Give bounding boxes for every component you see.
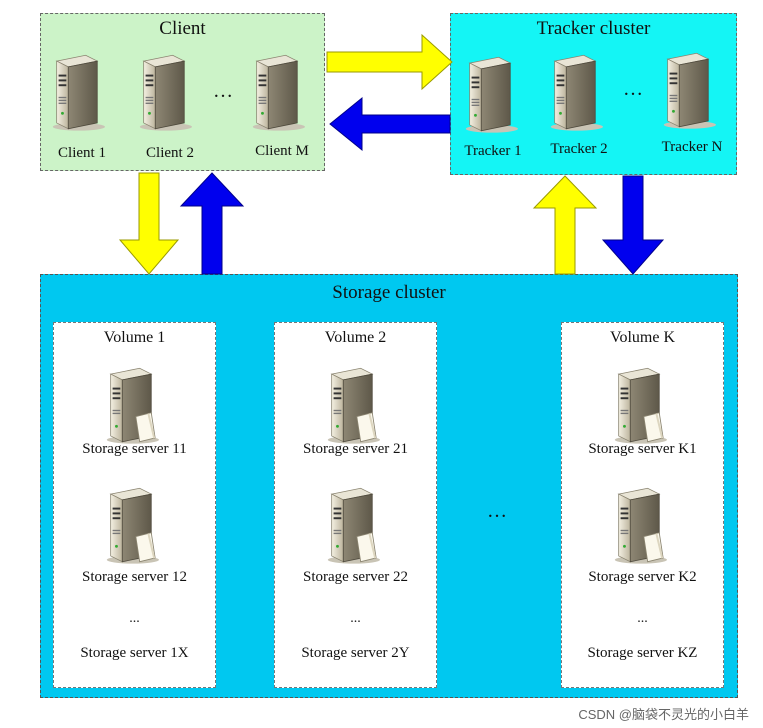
watermark: CSDN @脑袋不灵光的小白羊 <box>578 707 749 722</box>
more-servers-ellipsis: ... <box>350 611 361 626</box>
arrow-storage-to-tracker <box>532 175 598 275</box>
volume-title: Volume 2 <box>324 329 387 346</box>
volume-box: Volume 2 Storage server 21 Storage serve… <box>274 322 437 688</box>
storage-server-label: Storage server 11 <box>82 441 187 457</box>
arrow-storage-to-client <box>179 172 245 275</box>
client-cluster-title: Client <box>159 18 206 39</box>
more-servers-ellipsis: ... <box>129 611 140 626</box>
storage-server-label: Storage server K1 <box>588 441 697 457</box>
tracker-node-label: Tracker N <box>661 139 723 155</box>
storage-server-label: Storage server 12 <box>82 569 187 585</box>
tracker-ellipsis: … <box>623 78 644 100</box>
arrow-client-to-tracker <box>326 33 453 91</box>
storage-cluster-title: Storage cluster <box>332 282 446 303</box>
tracker-node-label: Tracker 1 <box>464 143 522 159</box>
volume-ellipsis: … <box>487 500 508 522</box>
client-ellipsis: … <box>213 80 234 102</box>
storage-server-label: Storage server 1X <box>80 645 189 661</box>
arrow-tracker-to-client <box>329 96 451 152</box>
volume-title: Volume 1 <box>103 329 166 346</box>
client-node-label: Client 1 <box>58 145 106 161</box>
arrow-client-to-storage <box>118 172 180 275</box>
storage-server-label: Storage server 21 <box>303 441 408 457</box>
volume-title: Volume K <box>609 329 676 346</box>
more-servers-ellipsis: ... <box>637 611 648 626</box>
storage-server-label: Storage server 2Y <box>301 645 410 661</box>
client-node-label: Client 2 <box>146 145 194 161</box>
arrow-tracker-to-storage <box>601 175 665 275</box>
tracker-cluster-title: Tracker cluster <box>536 18 651 39</box>
volume-box: Volume 1 Storage server 11 Storage serve… <box>53 322 216 688</box>
storage-server-label: Storage server K2 <box>588 569 697 585</box>
storage-server-label: Storage server KZ <box>587 645 698 661</box>
storage-server-label: Storage server 22 <box>303 569 408 585</box>
volume-box: Volume K Storage server K1 Storage serve… <box>561 322 724 688</box>
tracker-node-label: Tracker 2 <box>550 141 608 157</box>
client-node-label: Client M <box>255 143 309 159</box>
